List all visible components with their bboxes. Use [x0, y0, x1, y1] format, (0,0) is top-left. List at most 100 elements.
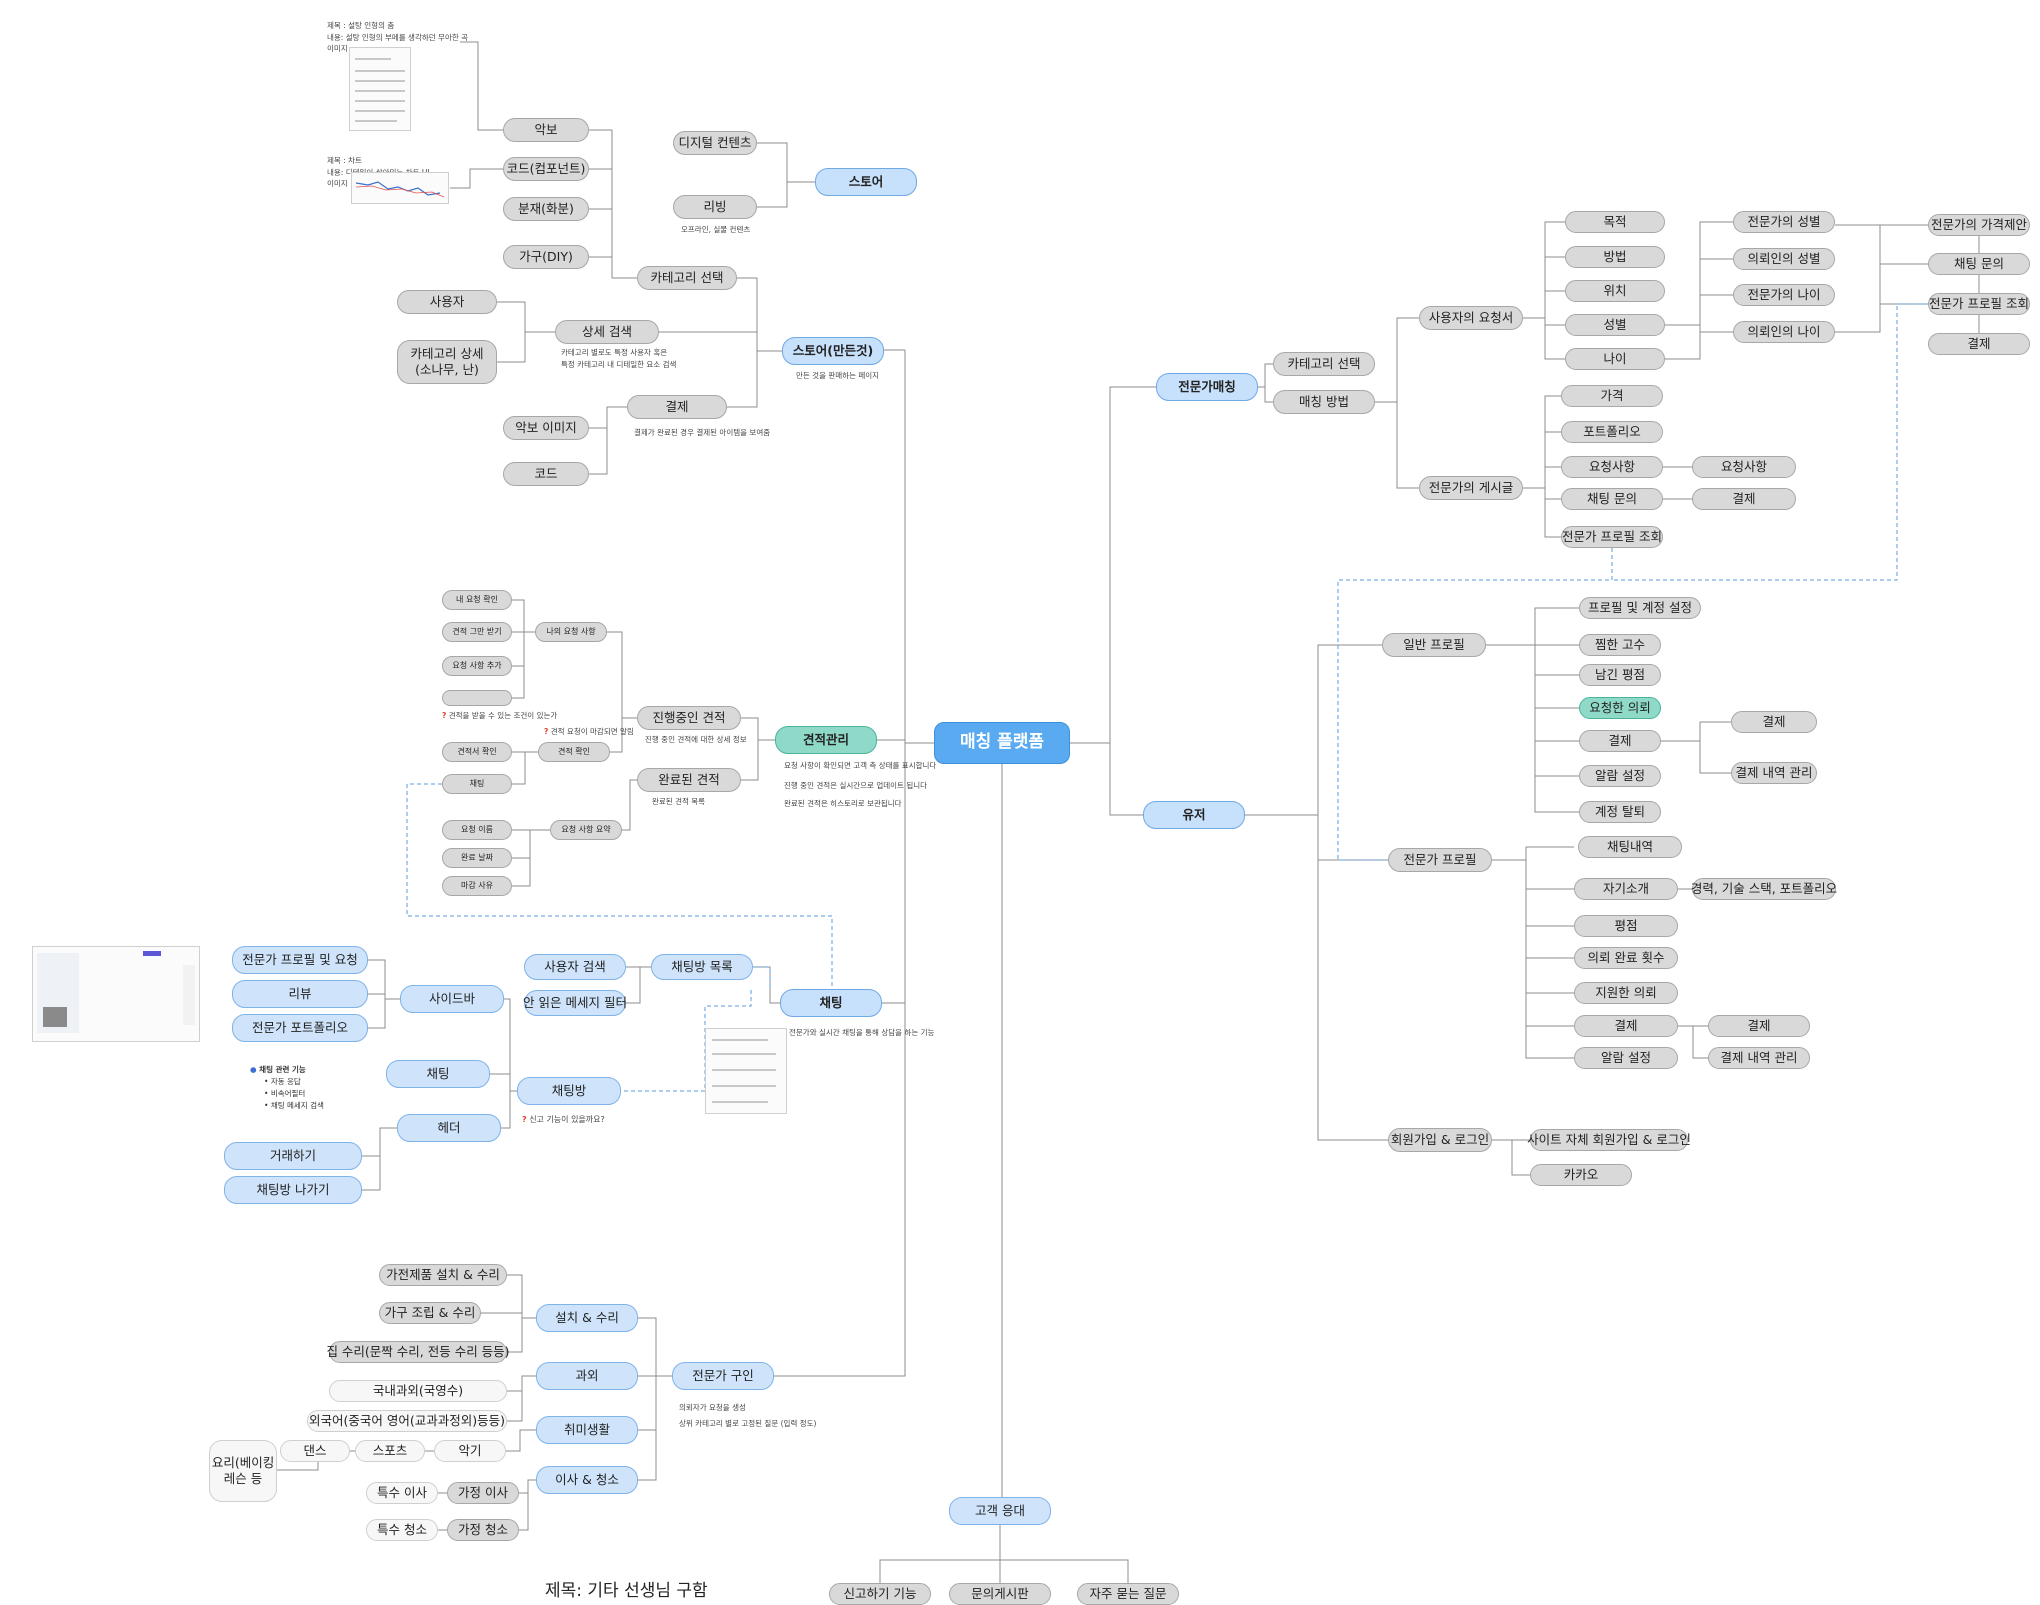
add-request-node[interactable]: 요청 사항 추가 [442, 656, 512, 676]
chat-history-node[interactable]: 채팅내역 [1578, 836, 1682, 858]
sports-node[interactable]: 스포츠 [355, 1440, 425, 1462]
expert-payment-detail-node[interactable]: 결제 [1708, 1015, 1810, 1037]
completion-date-node[interactable]: 완료 날짜 [442, 848, 512, 868]
digital-content-node[interactable]: 디지털 컨텐츠 [673, 131, 757, 155]
expert-price-offer-node[interactable]: 전문가의 가격제안 [1928, 214, 2030, 236]
expert-hire-node[interactable]: 전문가 구인 [672, 1362, 774, 1390]
house-repair-node[interactable]: 집 수리(문짝 수리, 전등 수리 등등) [326, 1341, 510, 1363]
deadline-reason-node[interactable]: 마감 사유 [442, 876, 512, 896]
tutoring-node[interactable]: 과외 [536, 1362, 638, 1390]
expert-payment-node[interactable]: 결제 [1574, 1015, 1678, 1037]
furniture-diy-node[interactable]: 가구(DIY) [503, 245, 589, 269]
deal-node[interactable]: 거래하기 [224, 1142, 362, 1170]
store-made-node[interactable]: 스토어(만든것) [782, 337, 884, 365]
expert-profile-view-node[interactable]: 전문가 프로필 조회 [1561, 526, 1663, 548]
user-search-node[interactable]: 사용자 검색 [524, 954, 626, 980]
chat-inquiry-right-node[interactable]: 채팅 문의 [1928, 253, 2030, 275]
requested-commission-node[interactable]: 요청한 의뢰 [1579, 697, 1661, 719]
bonsai-node[interactable]: 분재(화분) [503, 197, 589, 221]
client-age-node[interactable]: 의뢰인의 나이 [1733, 321, 1835, 343]
expert-notify-node[interactable]: 알람 설정 [1574, 1047, 1678, 1069]
ongoing-estimate-node[interactable]: 진행중인 견적 [637, 706, 741, 730]
purpose-node[interactable]: 목적 [1565, 211, 1665, 233]
home-cleaning-node[interactable]: 가정 청소 [447, 1519, 519, 1541]
expert-age-node[interactable]: 전문가의 나이 [1733, 284, 1835, 306]
gender-node[interactable]: 성별 [1565, 314, 1665, 336]
matching-method-node[interactable]: 매칭 방법 [1273, 390, 1375, 414]
signup-login-node[interactable]: 회원가입 & 로그인 [1388, 1128, 1492, 1152]
detail-search-node[interactable]: 상세 검색 [555, 320, 659, 344]
chatroom-node[interactable]: 채팅방 [517, 1077, 621, 1105]
matching-category-select-node[interactable]: 카테고리 선택 [1273, 352, 1375, 376]
payment-store-node[interactable]: 결제 [627, 395, 727, 419]
left-rating-node[interactable]: 남긴 평점 [1579, 664, 1661, 686]
chat-inquiry-node[interactable]: 채팅 문의 [1561, 488, 1663, 510]
category-detail-node[interactable]: 카테고리 상세 (소나무, 난) [397, 340, 497, 384]
sheet-image-node[interactable]: 악보 이미지 [503, 416, 589, 440]
living-node[interactable]: 리빙 [673, 195, 757, 219]
favorite-master-node[interactable]: 찜한 고수 [1579, 634, 1661, 656]
portfolio-node[interactable]: 포트폴리오 [1561, 421, 1663, 443]
domestic-tutoring-node[interactable]: 국내과외(국영수) [329, 1380, 507, 1402]
completed-count-node[interactable]: 의뢰 완료 횟수 [1574, 947, 1678, 969]
leave-room-node[interactable]: 채팅방 나가기 [224, 1176, 362, 1204]
expert-matching-node[interactable]: 전문가매칭 [1156, 373, 1258, 401]
location-node[interactable]: 위치 [1565, 280, 1665, 302]
expert-posts-node[interactable]: 전문가의 게시글 [1419, 476, 1523, 500]
moving-cleaning-node[interactable]: 이사 & 청소 [536, 1466, 638, 1494]
rating-node[interactable]: 평점 [1574, 915, 1678, 937]
client-gender-node[interactable]: 의뢰인의 성별 [1733, 248, 1835, 270]
install-repair-node[interactable]: 설치 & 수리 [536, 1304, 638, 1332]
expert-gender-node[interactable]: 전문가의 성별 [1733, 211, 1835, 233]
payment-right-node[interactable]: 결제 [1928, 333, 2030, 355]
self-intro-node[interactable]: 자기소개 [1574, 878, 1678, 900]
method-node[interactable]: 방법 [1565, 246, 1665, 268]
sheet-music-node[interactable]: 악보 [503, 118, 589, 142]
expert-payment-history-node[interactable]: 결제 내역 관리 [1708, 1047, 1810, 1069]
user-node[interactable]: 유저 [1143, 801, 1245, 829]
header-node[interactable]: 헤더 [397, 1114, 501, 1142]
done-estimate-node[interactable]: 완료된 견적 [637, 768, 741, 792]
requester-name-node[interactable]: 요청 이름 [442, 820, 512, 840]
request-items-node[interactable]: 요청사항 [1561, 456, 1663, 478]
unread-filter-node[interactable]: 안 읽은 메세지 필터 [523, 990, 627, 1016]
chat-left-node[interactable]: 채팅 [386, 1060, 490, 1088]
request-items-detail-node[interactable]: 요청사항 [1692, 456, 1796, 478]
review-node[interactable]: 리뷰 [232, 980, 368, 1008]
expert-profile-node[interactable]: 전문가 프로필 [1388, 848, 1492, 872]
general-payment-node[interactable]: 결제 [1579, 730, 1661, 752]
my-requests-node[interactable]: 나의 요청 사항 [535, 622, 607, 642]
estimate-chat-node[interactable]: 채팅 [442, 774, 512, 794]
applied-commission-node[interactable]: 지원한 의뢰 [1574, 982, 1678, 1004]
estimate-doc-check-node[interactable]: 견적서 확인 [442, 742, 512, 762]
cooking-node[interactable]: 요리(베이킹 레슨 등 [209, 1440, 277, 1502]
furniture-assembly-node[interactable]: 가구 조립 & 수리 [379, 1302, 481, 1324]
expert-profile-view-right-node[interactable]: 전문가 프로필 조회 [1928, 293, 2030, 315]
general-notify-node[interactable]: 알람 설정 [1579, 765, 1661, 787]
root-node[interactable]: 매칭 플랫폼 [934, 722, 1070, 764]
special-moving-node[interactable]: 특수 이사 [366, 1482, 438, 1504]
appliance-node[interactable]: 가전제품 설치 & 수리 [379, 1264, 507, 1286]
code-node[interactable]: 코드 [503, 462, 589, 486]
instrument-node[interactable]: 악기 [434, 1440, 506, 1462]
expert-profile-request-node[interactable]: 전문가 프로필 및 요청 [232, 946, 368, 974]
estimate-check-node[interactable]: 견적 확인 [538, 742, 610, 762]
dance-node[interactable]: 댄스 [280, 1440, 350, 1462]
my-request-check-node[interactable]: 내 요청 확인 [442, 590, 512, 610]
age-node[interactable]: 나이 [1565, 348, 1665, 370]
kakao-node[interactable]: 카카오 [1530, 1164, 1632, 1186]
report-feature-node[interactable]: 신고하기 기능 [829, 1583, 931, 1605]
faq-node[interactable]: 자주 묻는 질문 [1077, 1583, 1179, 1605]
user-request-form-node[interactable]: 사용자의 요청서 [1419, 306, 1523, 330]
inquiry-board-node[interactable]: 문의게시판 [949, 1583, 1051, 1605]
general-payment-detail-node[interactable]: 결제 [1731, 711, 1817, 733]
user-search-target-node[interactable]: 사용자 [397, 290, 497, 314]
matching-payment-node[interactable]: 결제 [1692, 488, 1796, 510]
general-profile-node[interactable]: 일반 프로필 [1382, 633, 1486, 657]
site-signup-node[interactable]: 사이트 자체 회원가입 & 로그인 [1527, 1129, 1691, 1151]
stop-estimate-node[interactable]: 견적 그만 받기 [442, 622, 512, 642]
category-select-node[interactable]: 카테고리 선택 [637, 266, 737, 290]
customer-service-node[interactable]: 고객 응대 [949, 1497, 1051, 1525]
career-node[interactable]: 경력, 기술 스택, 포트폴리오 [1691, 878, 1837, 900]
profile-account-node[interactable]: 프로필 및 계정 설정 [1579, 597, 1701, 619]
